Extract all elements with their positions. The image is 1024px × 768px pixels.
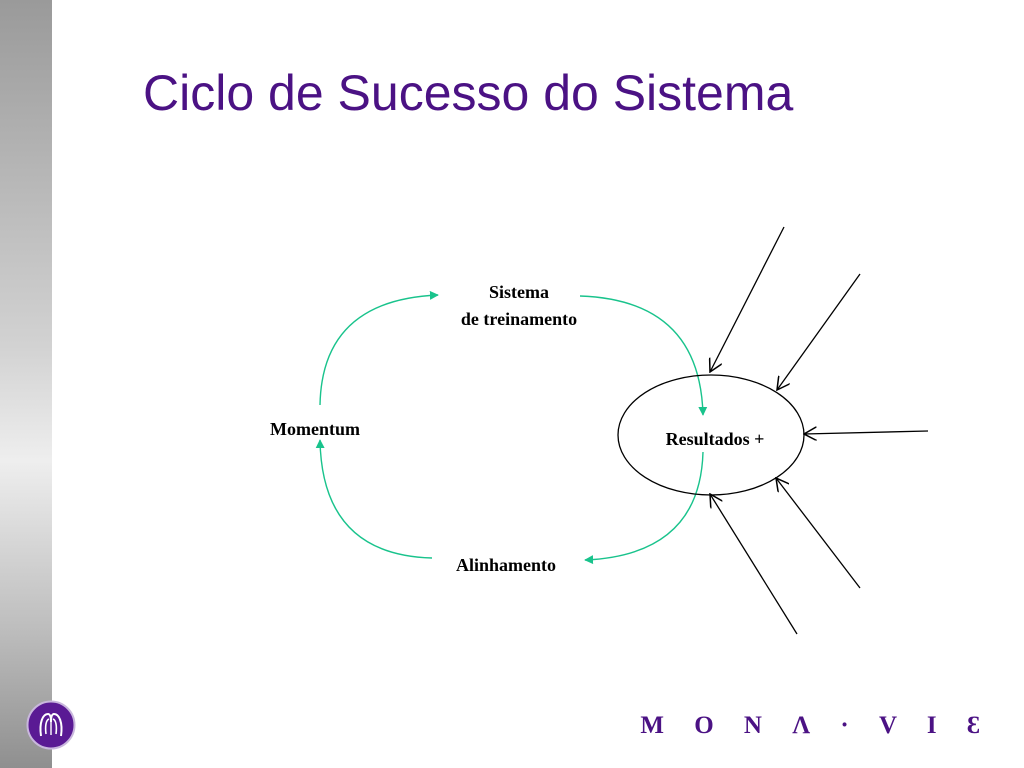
- node-sistema-line1: Sistema: [489, 282, 549, 302]
- cycle-arrow-resultados-to-alinhamento: [584, 451, 704, 565]
- monavie-emblem-icon: [26, 700, 76, 750]
- node-resultados: Resultados +: [666, 429, 765, 449]
- input-arrow-5: [710, 494, 798, 635]
- input-arrow-4: [776, 478, 861, 589]
- brand-wordmark: M O N Λ · V I Ɛ: [640, 712, 992, 739]
- node-sistema-line2: de treinamento: [461, 309, 577, 329]
- slide-title: Ciclo de Sucesso do Sistema: [143, 65, 794, 121]
- side-gradient-bar: [0, 0, 52, 768]
- node-momentum: Momentum: [270, 419, 360, 439]
- cycle-arrow-alinhamento-to-momentum: [315, 439, 433, 559]
- input-arrow-2: [777, 273, 861, 390]
- cycle-arrow-sistema-to-resultados: [579, 295, 708, 416]
- cycle-arrow-momentum-to-sistema: [319, 290, 439, 406]
- input-arrow-1: [710, 226, 785, 372]
- input-arrow-3: [804, 431, 929, 434]
- node-alinhamento: Alinhamento: [456, 555, 556, 575]
